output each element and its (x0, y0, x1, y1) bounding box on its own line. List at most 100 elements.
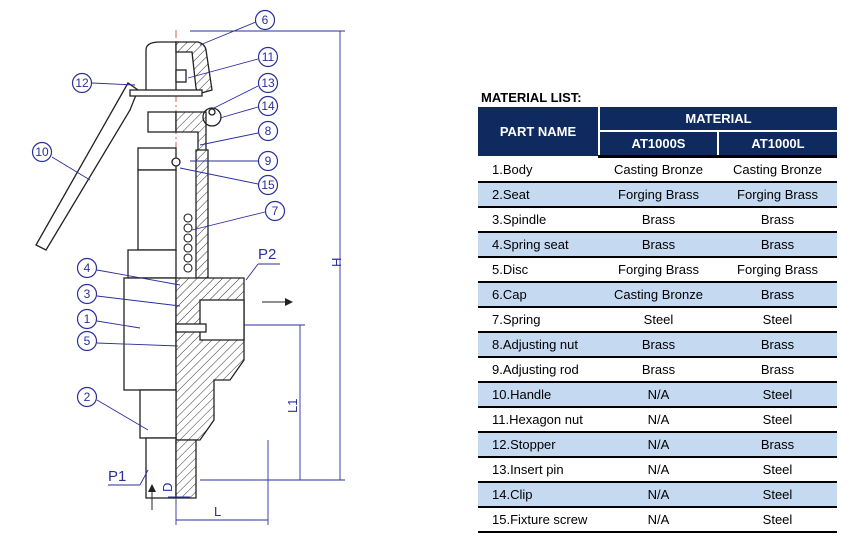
callout-7: 7 (264, 200, 286, 222)
at1000s-cell: Casting Bronze (599, 156, 718, 182)
callout-12: 12 (71, 72, 93, 94)
at1000l-cell: Casting Bronze (718, 156, 837, 182)
dim-l1-label: L1 (285, 399, 300, 413)
callout-2: 2 (76, 386, 98, 408)
valve-section-drawing: H L1 D L P2 P1 6 11 12 13 14 8 10 9 15 7… (31, 9, 345, 525)
svg-text:12: 12 (75, 76, 89, 90)
part-name-cell: 2.Seat (478, 181, 599, 208)
callout-15: 15 (257, 174, 279, 196)
at1000s-cell: Casting Bronze (599, 281, 718, 308)
part-name-cell: 7.Spring (478, 306, 599, 332)
at1000s-cell: N/A (599, 431, 718, 458)
callout-8: 8 (257, 120, 279, 142)
dim-l-label: L (214, 504, 221, 519)
part-name-cell: 8.Adjusting nut (478, 331, 599, 358)
at1000s-cell: N/A (599, 381, 718, 408)
at1000l-cell: Steel (718, 381, 837, 408)
at1000l-cell: Brass (718, 356, 837, 382)
part-name-cell: 10.Handle (478, 381, 599, 408)
svg-text:11: 11 (262, 50, 275, 64)
svg-text:7: 7 (272, 204, 279, 218)
part-name-cell: 13.Insert pin (478, 456, 599, 482)
callout-1: 1 (76, 308, 98, 330)
at1000s-cell: Brass (599, 206, 718, 232)
clip (202, 107, 222, 127)
svg-text:5: 5 (84, 334, 91, 348)
part-name-cell: 11.Hexagon nut (478, 406, 599, 432)
callout-6: 6 (254, 9, 276, 31)
callout-11: 11 (257, 46, 279, 68)
at1000l-cell: Brass (718, 206, 837, 232)
at1000l-cell: Forging Brass (718, 256, 837, 282)
callout-5: 5 (76, 330, 98, 352)
at1000l-cell: Steel (718, 456, 837, 482)
at1000l-cell: Forging Brass (718, 181, 837, 208)
svg-text:15: 15 (261, 178, 275, 192)
at1000l-cell: Brass (718, 431, 837, 458)
svg-text:10: 10 (35, 145, 49, 159)
svg-text:8: 8 (265, 124, 272, 138)
at1000s-cell: Forging Brass (599, 181, 718, 208)
svg-text:13: 13 (261, 76, 275, 90)
dim-d-label: D (160, 483, 175, 492)
callout-14: 14 (257, 95, 279, 117)
material-list-title: MATERIAL LIST: (481, 90, 582, 105)
at1000l-cell: Steel (718, 481, 837, 508)
svg-text:6: 6 (262, 13, 269, 27)
dim-h-label: H (329, 258, 344, 267)
callout-9: 9 (257, 150, 279, 172)
part-name-cell: 3.Spindle (478, 206, 599, 232)
svg-text:14: 14 (261, 99, 275, 113)
header-material: MATERIAL (599, 107, 837, 131)
svg-text:3: 3 (84, 287, 91, 301)
material-table: PART NAME MATERIAL AT1000S AT1000L 1.Bod… (478, 107, 837, 533)
at1000s-cell: Steel (599, 306, 718, 332)
at1000s-cell: Brass (599, 331, 718, 358)
at1000l-cell: Brass (718, 281, 837, 308)
svg-text:4: 4 (84, 261, 91, 275)
part-name-cell: 9.Adjusting rod (478, 356, 599, 382)
part-name-cell: 6.Cap (478, 281, 599, 308)
port-p2-label: P2 (258, 246, 276, 263)
callout-13: 13 (257, 72, 279, 94)
header-at1000l: AT1000L (718, 130, 837, 158)
at1000l-cell: Steel (718, 406, 837, 432)
cap-section (175, 41, 213, 95)
part-name-cell: 4.Spring seat (478, 231, 599, 258)
at1000s-cell: N/A (599, 406, 718, 432)
svg-text:9: 9 (265, 154, 272, 168)
fixture-screw (171, 157, 181, 167)
port-p1-label: P1 (108, 468, 126, 485)
at1000s-cell: Forging Brass (599, 256, 718, 282)
header-at1000s: AT1000S (599, 130, 719, 158)
svg-text:1: 1 (84, 312, 91, 326)
cap-left (145, 41, 177, 93)
at1000l-cell: Steel (718, 506, 837, 533)
part-name-cell: 15.Fixture screw (478, 506, 599, 533)
part-name-cell: 14.Clip (478, 481, 599, 508)
callout-3: 3 (76, 283, 98, 305)
at1000s-cell: N/A (599, 506, 718, 533)
at1000l-cell: Brass (718, 331, 837, 358)
part-name-cell: 1.Body (478, 156, 599, 182)
part-name-cell: 12.Stopper (478, 431, 599, 458)
at1000l-cell: Steel (718, 306, 837, 332)
at1000s-cell: N/A (599, 481, 718, 508)
part-name-cell: 5.Disc (478, 256, 599, 282)
at1000s-cell: N/A (599, 456, 718, 482)
